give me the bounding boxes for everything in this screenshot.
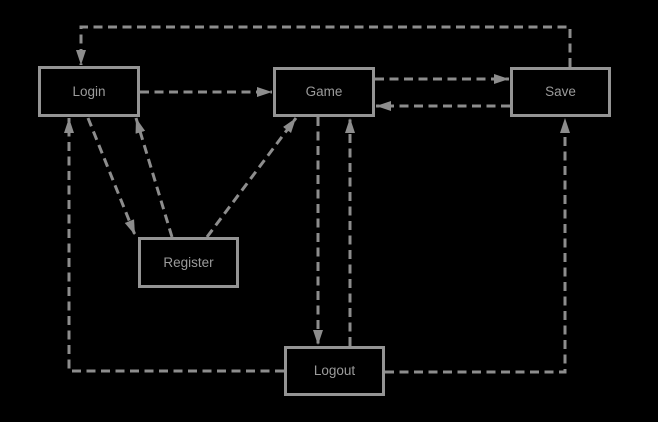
node-login: Login xyxy=(38,66,140,117)
edge-save-to-login xyxy=(76,25,572,67)
edge-register-to-login xyxy=(134,117,174,238)
node-save-label: Save xyxy=(545,84,576,100)
edge-logout-to-login xyxy=(64,118,284,373)
node-game-label: Game xyxy=(305,84,343,100)
node-logout: Logout xyxy=(284,346,385,396)
edge-login-to-register xyxy=(86,117,137,236)
node-save: Save xyxy=(510,67,611,117)
node-login-label: Login xyxy=(72,83,106,99)
node-register: Register xyxy=(138,237,239,288)
node-game: Game xyxy=(273,67,375,117)
node-register-label: Register xyxy=(163,254,214,270)
edge-logout-to-save xyxy=(385,118,570,374)
edge-register-to-game xyxy=(205,117,298,238)
node-logout-label: Logout xyxy=(313,363,356,379)
